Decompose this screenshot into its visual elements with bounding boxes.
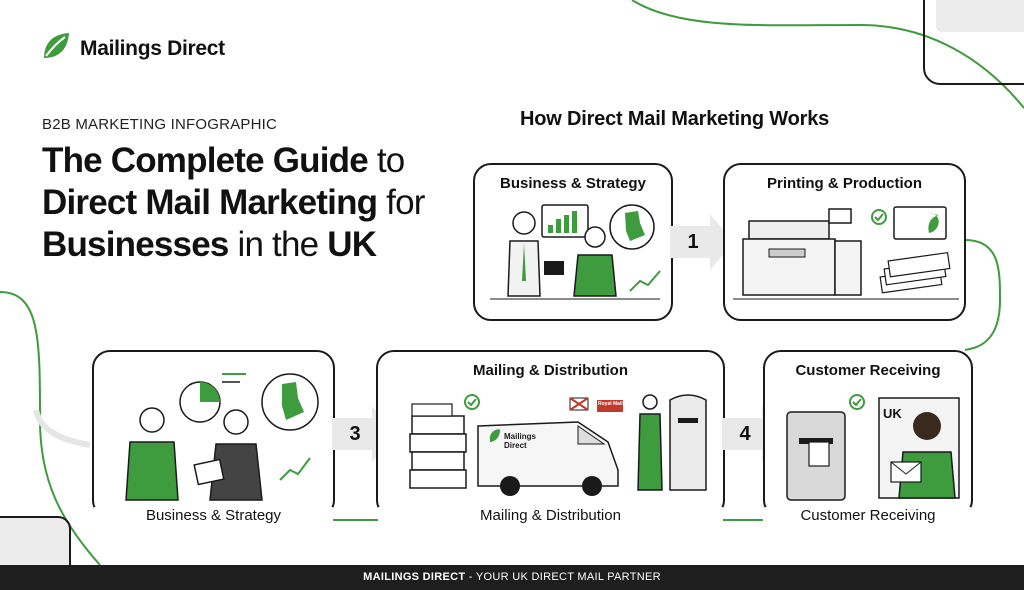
royal-mail-label: Royal Mail [598, 401, 623, 407]
brand-logo[interactable]: Mailings Direct [40, 30, 225, 67]
step-card-printing-production[interactable]: Printing & Production [723, 163, 966, 321]
step-card-business-strategy-2[interactable]: Business & Strategy [92, 350, 335, 524]
page-title: The Complete Guide to Direct Mail Market… [42, 141, 425, 264]
strategy-illustration [490, 204, 661, 300]
kicker-text: B2B MARKETING INFOGRAPHIC [42, 116, 278, 133]
step-card-customer-receiving[interactable]: Customer Receiving UK Customer Receiving [763, 350, 973, 524]
printer-icon [733, 206, 959, 300]
step-caption: Customer Receiving [765, 507, 971, 524]
footer-tagline: - YOUR UK DIRECT MAIL PARTNER [465, 571, 661, 583]
footer-brand: MAILINGS DIRECT [363, 571, 466, 583]
postbox-icon [786, 394, 960, 501]
van-icon [409, 394, 707, 496]
step-title: Business & Strategy [500, 175, 646, 192]
step-caption: Mailing & Distribution [378, 507, 723, 524]
corner-decoration [904, 0, 1024, 86]
step-title: Printing & Production [767, 175, 922, 192]
brand-name: Mailings Direct [80, 36, 225, 60]
step-title: Customer Receiving [795, 362, 941, 379]
footer-bar: MAILINGS DIRECT - YOUR UK DIRECT MAIL PA… [0, 565, 1024, 590]
step-caption: Business & Strategy [94, 507, 333, 524]
step-card-mailing-distribution[interactable]: Mailing & Distribution Mailings Direct R… [376, 350, 725, 524]
step-number: 1 [687, 231, 699, 253]
step-number: 3 [349, 423, 361, 445]
process-title: How Direct Mail Marketing Works [520, 108, 830, 130]
step-card-business-strategy[interactable]: Business & Strategy [473, 163, 673, 321]
van-label: Mailings Direct [504, 432, 537, 450]
leaf-icon [40, 30, 72, 67]
sign-label: UK [883, 406, 902, 421]
step-number: 4 [739, 423, 751, 445]
step-title: Mailing & Distribution [473, 362, 628, 379]
strategy-illustration [125, 373, 319, 501]
corner-decoration [0, 515, 72, 578]
step-arrow-1: 1 [670, 214, 734, 270]
